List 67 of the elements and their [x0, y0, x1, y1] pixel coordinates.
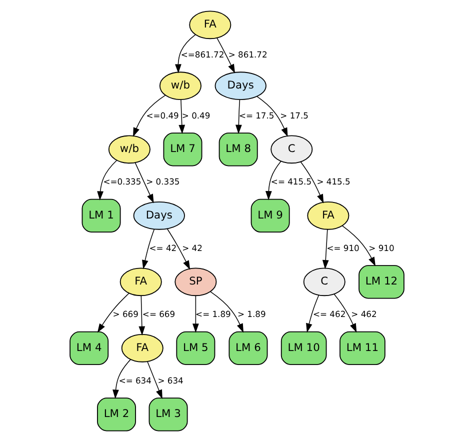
edge-label: > 462	[351, 309, 377, 320]
edge-label: > 17.5	[280, 110, 308, 120]
arrow	[334, 294, 357, 333]
node-box: LM 6	[228, 331, 268, 365]
node-box: LM 11	[340, 331, 386, 365]
node-ellipse: FA	[307, 202, 350, 230]
edge-label: <= 415.5	[270, 176, 312, 187]
edge-label: <= 634	[118, 375, 152, 386]
arrow	[265, 161, 282, 200]
arrow	[134, 162, 154, 204]
arrow	[210, 291, 244, 333]
node-box: LM 3	[148, 398, 188, 432]
arrow	[178, 99, 186, 134]
node-ellipse: FA	[120, 268, 162, 296]
node-box: LM 9	[250, 198, 290, 232]
node-box: LM 12	[358, 265, 404, 299]
arrow	[147, 361, 162, 399]
node-box: LM 8	[218, 132, 258, 166]
arrow	[342, 225, 376, 266]
edge-label: > 669	[112, 309, 138, 320]
arrow	[138, 295, 146, 336]
arrow	[300, 161, 324, 204]
arrow	[166, 228, 190, 270]
arrow	[133, 94, 166, 137]
edge-label: <= 17.5	[238, 110, 274, 120]
edge-label: > 415.5	[316, 176, 350, 187]
node-ellipse: FA	[189, 10, 232, 40]
node-ellipse: Days	[133, 202, 185, 230]
edge-label: <=0.335	[103, 176, 142, 187]
edge-label: > 0.335	[146, 176, 180, 187]
edge-label: <= 42	[149, 242, 177, 253]
node-ellipse: w/b	[108, 135, 150, 164]
edge-label: > 42	[182, 242, 202, 253]
arrow	[97, 160, 117, 200]
edge-label: > 910	[368, 242, 394, 253]
arrow	[175, 34, 196, 74]
edge-label: > 1.89	[238, 309, 266, 320]
arrow	[306, 294, 320, 333]
arrow	[322, 229, 329, 270]
edge-label: <=861.72	[180, 50, 224, 60]
node-ellipse: w/b	[159, 72, 202, 100]
node-box: LM 7	[163, 132, 202, 166]
node-ellipse: C	[270, 135, 313, 164]
edge-label: <= 669	[142, 309, 176, 320]
edge-label: > 861.72	[228, 50, 268, 60]
arrow	[97, 292, 130, 333]
node-box: LM 1	[82, 198, 121, 232]
edge-label: <= 462	[313, 309, 346, 320]
node-ellipse: FA	[121, 334, 164, 362]
node-box: LM 5	[176, 331, 216, 365]
arrow	[112, 359, 132, 399]
edge-label: <=0.49	[146, 110, 179, 120]
edge-label: > 634	[158, 375, 184, 386]
edge-label: <= 910	[326, 242, 360, 253]
arrow	[216, 38, 236, 74]
edge-label: > 0.49	[182, 110, 210, 120]
node-box: LM 10	[280, 331, 327, 365]
node-ellipse: SP	[174, 268, 217, 296]
arrow	[256, 96, 288, 137]
node-box: LM 4	[70, 331, 109, 365]
node-ellipse: Days	[214, 72, 266, 100]
arrow	[192, 295, 199, 333]
node-box: LM 2	[97, 398, 136, 432]
node-ellipse: C	[303, 268, 346, 296]
edge-label: <= 1.89	[196, 309, 231, 320]
arrow	[142, 228, 155, 270]
arrow	[235, 99, 242, 134]
